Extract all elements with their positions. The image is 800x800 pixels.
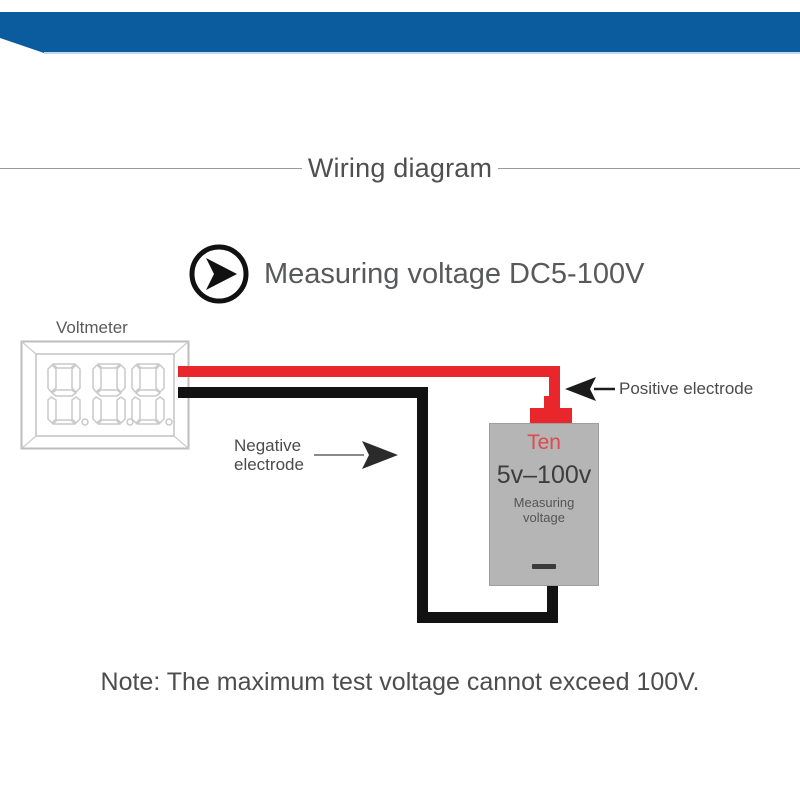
voltage-source-module: Ten 5v–100v Measuring voltage — [489, 423, 599, 586]
source-caption-line2: voltage — [523, 509, 565, 525]
negative-wire-vertical-left — [417, 387, 428, 623]
measuring-voltage-heading: Measuring voltage DC5-100V — [188, 243, 644, 305]
source-brand-label: Ten — [527, 431, 561, 454]
negative-terminal-marker — [532, 564, 556, 569]
positive-wire-horizontal — [178, 366, 560, 377]
negative-wire-horizontal-bottom — [417, 612, 558, 623]
top-banner — [0, 12, 800, 53]
voltmeter-label: Voltmeter — [56, 318, 128, 337]
arrow-left-icon — [565, 377, 615, 401]
title-rule-left — [0, 167, 302, 169]
negative-wire-vertical-right — [547, 578, 558, 623]
section-title-row: Wiring diagram — [0, 150, 800, 186]
note-text: Note: The maximum test voltage cannot ex… — [100, 668, 700, 696]
voltmeter-module — [20, 340, 190, 450]
negative-electrode-annotation: Negative electrode — [234, 436, 400, 474]
positive-terminal-cap — [530, 408, 572, 424]
arrow-right-icon — [313, 441, 398, 470]
banner-underline — [44, 52, 800, 54]
source-range-label: 5v–100v — [496, 461, 592, 489]
negative-electrode-label: Negative electrode — [234, 436, 304, 474]
circle-arrow-right-icon — [189, 244, 249, 304]
page-title: Wiring diagram — [307, 152, 493, 183]
source-caption-line1: Measuring — [513, 495, 575, 510]
negative-electrode-label-line2: electrode — [234, 455, 304, 475]
title-rule-right — [498, 167, 800, 169]
source-caption: Measuring voltage — [490, 495, 598, 526]
positive-electrode-label: Positive electrode — [619, 379, 754, 399]
negative-wire-horizontal-top — [178, 387, 428, 398]
positive-wire-vertical — [549, 366, 560, 414]
negative-electrode-label-line1: Negative — [234, 436, 302, 455]
heading-label: Measuring voltage DC5-100V — [264, 257, 645, 290]
positive-electrode-annotation: Positive electrode — [563, 374, 753, 404]
